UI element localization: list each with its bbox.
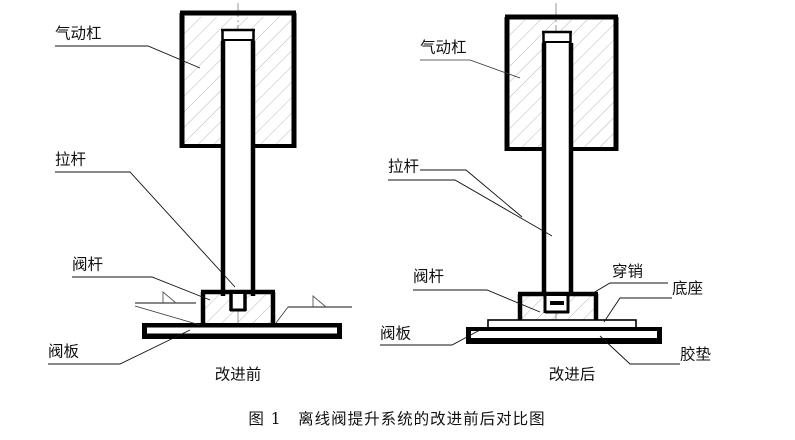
leader-through-pin-after	[587, 282, 668, 297]
leader-cylinder-before	[55, 45, 201, 69]
cylinder-hatch-left	[184, 17, 224, 144]
cylinder-hatch-right-after	[570, 20, 614, 147]
valve-plate-before	[142, 323, 342, 339]
label-pull-rod-before: 拉杆	[55, 151, 86, 169]
label-base-after: 底座	[672, 280, 703, 298]
label-rubber-pad-after: 胶垫	[680, 346, 712, 364]
sub-caption-after: 改进后	[549, 366, 596, 384]
weld-symbol-right-before	[275, 295, 352, 324]
leader-pull-rod-after	[388, 179, 553, 237]
through-pin-body	[550, 301, 564, 305]
cylinder-hatch-top	[224, 17, 252, 30]
pull-rod-before	[220, 41, 256, 296]
label-valve-plate-before: 阀板	[48, 343, 79, 361]
leader-cylinder-after-tip	[420, 59, 521, 79]
piston-cap-void	[222, 30, 254, 39]
valve-plate-core	[147, 327, 337, 334]
weld-arrow-right	[275, 306, 289, 324]
label-valve-stem-after: 阀杆	[413, 268, 444, 286]
weld-arrow-left	[134, 305, 201, 326]
label-cylinder-after: 气动杠	[420, 39, 467, 57]
label-valve-plate-after: 阀板	[380, 325, 411, 343]
valve-stem-before	[200, 289, 276, 325]
pull-rod-interior	[224, 41, 252, 296]
cylinder-hatch-right	[252, 17, 292, 144]
weld-triangle-left	[162, 291, 177, 304]
sub-caption-before: 改进前	[215, 366, 262, 384]
leader-base-after	[603, 297, 672, 323]
diagram-after: 气动杠 拉杆 阀杆 穿销 底座 阀板 胶垫 改进后	[380, 3, 712, 384]
base-plate-after	[487, 319, 637, 329]
cylinder-after	[504, 14, 619, 151]
label-pull-rod-after: 拉杆	[388, 158, 419, 176]
leader-valve-plate-before	[48, 329, 191, 365]
leader-valve-plate-after	[380, 329, 481, 346]
figure-caption: 图 1 离线阀提升系统的改进前后对比图	[248, 410, 545, 428]
pull-rod-interior-after	[545, 43, 571, 295]
weld-triangle-right	[312, 295, 327, 308]
stem-socket-void	[231, 294, 245, 310]
leader-valve-stem-after	[413, 289, 541, 313]
leader-cylinder-after	[420, 169, 523, 218]
cylinder-hatch-left-after	[508, 20, 544, 147]
label-through-pin-after: 穿销	[612, 263, 643, 281]
base-plate-fill	[488, 320, 636, 328]
rubber-pad-core	[471, 331, 657, 338]
weld-symbol-left-before	[134, 291, 201, 326]
cylinder-before	[179, 10, 297, 148]
diagram-before: 气动杠 拉杆 阀杆 阀板 改进前	[48, 3, 352, 384]
leader-rubber-pad-after	[599, 335, 680, 365]
valve-plate-after	[466, 327, 662, 344]
label-cylinder-before: 气动杠	[55, 25, 102, 43]
piston-cap-void-after	[543, 32, 571, 41]
leader-pull-rod-before	[55, 171, 236, 288]
leader-valve-stem-before	[72, 276, 211, 301]
cylinder-hatch-top-after	[544, 20, 570, 32]
label-valve-stem-before: 阀杆	[72, 256, 103, 274]
pull-rod-after	[541, 43, 574, 295]
